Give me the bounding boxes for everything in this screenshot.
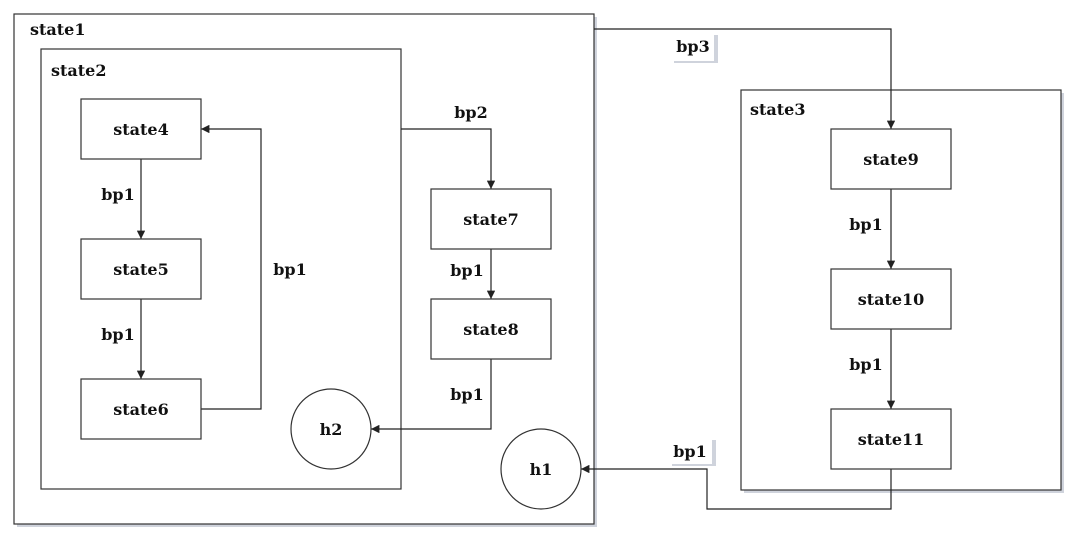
- edge-label-state9-state10: bp1: [849, 215, 883, 234]
- node-state4-label: state4: [113, 120, 168, 139]
- node-state11-label: state11: [858, 430, 925, 449]
- edge-label-state4-state5: bp1: [101, 185, 135, 204]
- edge-label-state1-state9: bp3: [676, 37, 710, 56]
- edge-label-state5-state6: bp1: [101, 325, 135, 344]
- node-state7-label: state7: [463, 210, 518, 229]
- edge-label-state6-state4: bp1: [273, 260, 307, 279]
- node-state7[interactable]: state7: [430, 188, 552, 250]
- node-state8-label: state8: [463, 320, 518, 339]
- node-h1-label: h1: [530, 460, 553, 479]
- edge-label-state2-state7: bp2: [454, 103, 488, 122]
- edge-label-state7-state8: bp1: [450, 261, 484, 280]
- node-h2-label: h2: [320, 420, 343, 439]
- edges: [136, 28, 896, 510]
- edge-label-state11-h1: bp1: [673, 442, 707, 461]
- node-state11[interactable]: state11: [830, 408, 952, 470]
- edge-state1-state9: [594, 28, 896, 129]
- edge-label-state8-h2: bp1: [450, 385, 484, 404]
- node-state10-label: state10: [858, 290, 925, 309]
- edge-label-state10-state11: bp1: [849, 355, 883, 374]
- node-state9[interactable]: state9: [830, 128, 952, 190]
- node-state5[interactable]: state5: [80, 238, 202, 300]
- node-state4[interactable]: state4: [80, 98, 202, 160]
- node-state6-label: state6: [113, 400, 168, 419]
- node-h1[interactable]: h1: [500, 428, 582, 510]
- container-state1-label: state1: [30, 20, 85, 39]
- edge-state8-h2: [371, 359, 492, 434]
- node-state10[interactable]: state10: [830, 268, 952, 330]
- node-state5-label: state5: [113, 260, 168, 279]
- node-h2[interactable]: h2: [290, 388, 372, 470]
- node-state9-label: state9: [863, 150, 918, 169]
- container-state3-label: state3: [750, 100, 805, 119]
- edge-state6-state4: [201, 124, 262, 410]
- edge-state11-h1: [581, 464, 892, 510]
- container-state2-label: state2: [51, 61, 106, 80]
- node-state6[interactable]: state6: [80, 378, 202, 440]
- edge-labels: bp1 bp1 bp1 bp2 bp1 bp1 bp3 bp1 bp1 bp1: [101, 33, 883, 466]
- node-state8[interactable]: state8: [430, 298, 552, 360]
- edge-state2-state7: [401, 128, 496, 189]
